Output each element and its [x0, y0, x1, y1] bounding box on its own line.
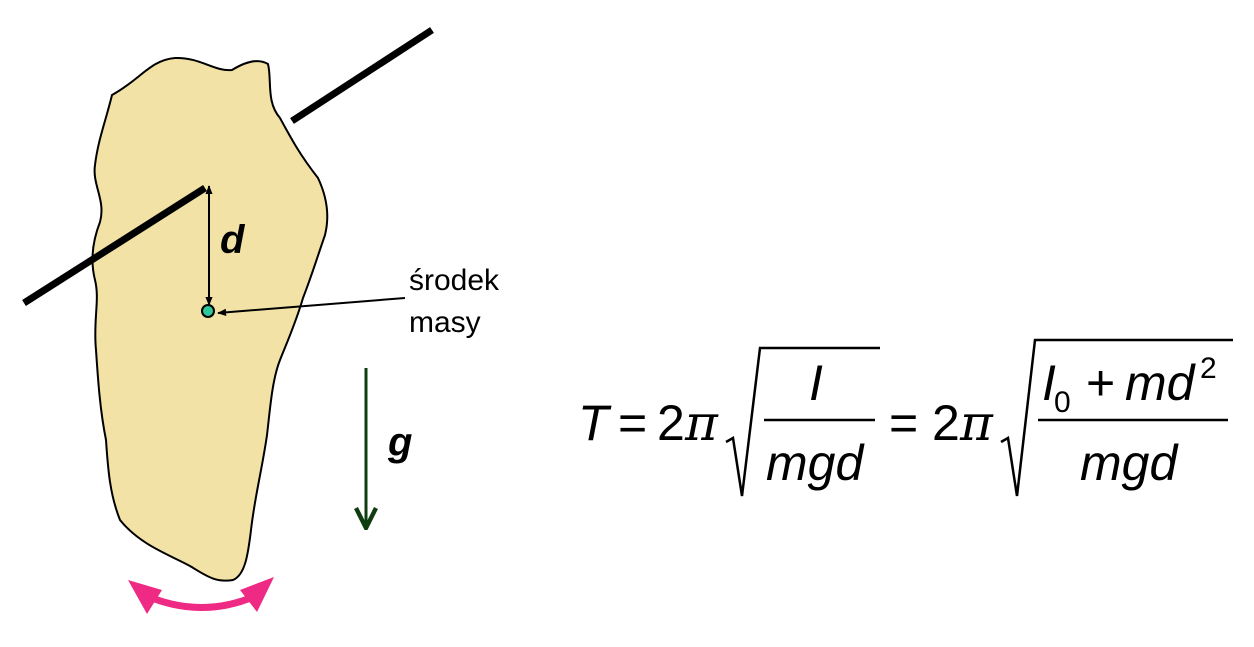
center-of-mass-label-line1: środek — [409, 264, 500, 297]
formula-period-symbol: T — [578, 395, 612, 451]
rigid-body-shape — [91, 56, 329, 582]
oscillation-arrow — [128, 577, 274, 614]
formula-equals-2: = — [889, 395, 918, 451]
fraction2-numerator-md: md — [1125, 355, 1197, 411]
fraction2-numerator-plus: + — [1086, 355, 1115, 411]
rotation-axis-right — [290, 27, 434, 124]
fraction1-denominator: mgd — [766, 435, 865, 491]
distance-label: d — [220, 218, 246, 262]
center-of-mass-dot — [201, 304, 215, 318]
fraction1-numerator: I — [809, 355, 823, 411]
fraction2-numerator-subscript: 0 — [1054, 386, 1071, 419]
center-of-mass-pointer — [217, 297, 406, 316]
formula-equals-1: = — [618, 395, 647, 451]
radical-2 — [1000, 338, 1233, 497]
center-of-mass-label-line2: masy — [409, 306, 481, 339]
formula-two-2: 2 — [932, 395, 960, 451]
formula-pi-2: π — [959, 394, 994, 452]
period-formula: T = 2 π I mgd = 2 π I 0 + md 2 mgd — [578, 338, 1233, 497]
rotation-axis-left — [22, 185, 207, 306]
formula-pi-1: π — [684, 394, 719, 452]
radical-1 — [725, 346, 880, 497]
fraction2-denominator: mgd — [1080, 435, 1179, 491]
gravity-label: g — [387, 420, 412, 464]
formula-two-1: 2 — [657, 395, 685, 451]
fraction2-numerator-I: I — [1042, 355, 1056, 411]
fraction2-numerator-exponent: 2 — [1200, 352, 1217, 385]
